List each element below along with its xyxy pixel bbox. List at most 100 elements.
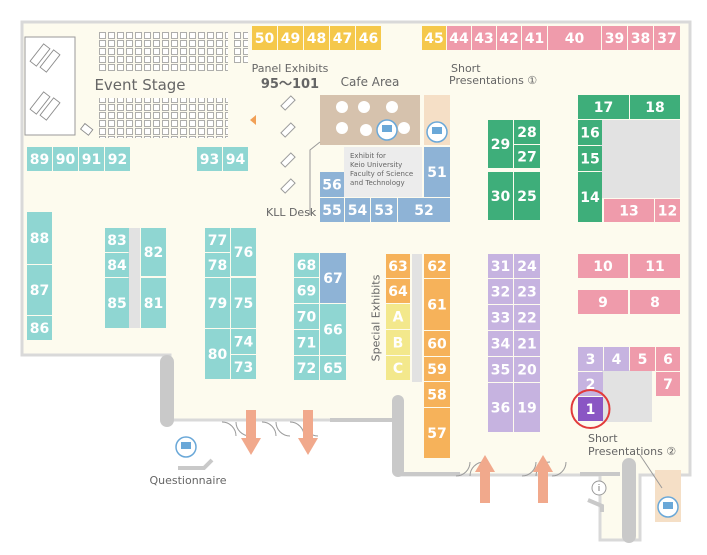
booth-17[interactable]: 17 (578, 95, 629, 119)
booth-21[interactable]: 21 (514, 331, 540, 356)
booth-75[interactable]: 75 (231, 278, 256, 328)
booth-69[interactable]: 69 (294, 278, 319, 303)
booth-49[interactable]: 49 (278, 26, 303, 50)
booth-40[interactable]: 40 (548, 26, 601, 50)
booth-42[interactable]: 42 (497, 26, 521, 50)
booth-57[interactable]: 57 (424, 408, 450, 458)
booth-50[interactable]: 50 (252, 26, 277, 50)
booth-72[interactable]: 72 (294, 356, 319, 380)
booth-88[interactable]: 88 (27, 212, 52, 264)
booth-A-label: A (393, 310, 404, 326)
booth-1[interactable]: 1 (578, 397, 603, 421)
booth-48[interactable]: 48 (304, 26, 329, 50)
booth-33[interactable]: 33 (488, 305, 513, 330)
booth-22[interactable]: 22 (514, 305, 540, 330)
booth-18[interactable]: 18 (630, 95, 680, 119)
booth-87[interactable]: 87 (27, 265, 52, 315)
booth-16[interactable]: 16 (578, 120, 602, 145)
booth-54[interactable]: 54 (345, 198, 370, 222)
booth-53[interactable]: 53 (371, 198, 397, 222)
booth-78[interactable]: 78 (205, 253, 230, 277)
booth-39[interactable]: 39 (602, 26, 627, 50)
booth-93[interactable]: 93 (197, 147, 222, 171)
booth-C[interactable]: C (386, 356, 410, 380)
booth-89[interactable]: 89 (27, 147, 52, 171)
booth-94[interactable]: 94 (223, 147, 248, 171)
booth-68[interactable]: 68 (294, 253, 319, 277)
booth-62[interactable]: 62 (424, 254, 450, 278)
booth-84[interactable]: 84 (105, 253, 129, 277)
booth-34[interactable]: 34 (488, 331, 513, 356)
booth-25[interactable]: 25 (514, 172, 540, 220)
booth-52[interactable]: 52 (398, 198, 450, 222)
booth-71[interactable]: 71 (294, 330, 319, 355)
booth-29[interactable]: 29 (488, 120, 513, 168)
booth-12[interactable]: 12 (655, 199, 680, 222)
booth-64[interactable]: 64 (386, 279, 410, 303)
booth-74[interactable]: 74 (231, 329, 256, 354)
booth-92[interactable]: 92 (105, 147, 130, 171)
booth-66[interactable]: 66 (320, 304, 346, 355)
booth-4[interactable]: 4 (604, 347, 629, 371)
booth-67[interactable]: 67 (320, 253, 346, 303)
booth-60[interactable]: 60 (424, 331, 450, 356)
booth-13[interactable]: 13 (604, 199, 654, 222)
booth-51[interactable]: 51 (424, 147, 450, 197)
booth-15[interactable]: 15 (578, 146, 602, 171)
booth-81[interactable]: 81 (141, 278, 166, 328)
booth-79[interactable]: 79 (205, 278, 230, 328)
booth-23[interactable]: 23 (514, 279, 540, 304)
booth-85[interactable]: 85 (105, 278, 129, 328)
booth-24[interactable]: 24 (514, 254, 540, 278)
booth-84-label: 84 (107, 258, 127, 274)
booth-41[interactable]: 41 (522, 26, 547, 50)
booth-38[interactable]: 38 (628, 26, 653, 50)
booth-14[interactable]: 14 (578, 172, 602, 222)
booth-10[interactable]: 10 (578, 254, 628, 278)
booth-56[interactable]: 56 (320, 172, 344, 197)
booth-82[interactable]: 82 (141, 228, 166, 276)
booth-32[interactable]: 32 (488, 279, 513, 304)
booth-20[interactable]: 20 (514, 357, 540, 382)
booth-36[interactable]: 36 (488, 383, 513, 432)
booth-27[interactable]: 27 (514, 145, 540, 168)
booth-70[interactable]: 70 (294, 304, 319, 329)
booth-91[interactable]: 91 (79, 147, 104, 171)
booth-80[interactable]: 80 (205, 329, 230, 379)
booth-3[interactable]: 3 (578, 347, 603, 371)
booth-5[interactable]: 5 (630, 347, 655, 371)
booth-8[interactable]: 8 (630, 290, 680, 314)
booth-76[interactable]: 76 (231, 228, 256, 276)
booth-90[interactable]: 90 (53, 147, 78, 171)
booth-47[interactable]: 47 (330, 26, 355, 50)
booth-44[interactable]: 44 (447, 26, 471, 50)
booth-63[interactable]: 63 (386, 254, 410, 278)
booth-61[interactable]: 61 (424, 279, 450, 330)
booth-37[interactable]: 37 (654, 26, 680, 50)
booth-28[interactable]: 28 (514, 120, 540, 144)
booth-93-shape (197, 147, 222, 171)
booth-43[interactable]: 43 (472, 26, 496, 50)
booth-A[interactable]: A (386, 304, 410, 329)
booth-23-shape (514, 279, 540, 304)
booth-73[interactable]: 73 (231, 355, 256, 379)
booth-31[interactable]: 31 (488, 254, 513, 278)
booth-59[interactable]: 59 (424, 357, 450, 381)
booth-35[interactable]: 35 (488, 357, 513, 382)
booth-58[interactable]: 58 (424, 382, 450, 407)
booth-19[interactable]: 19 (514, 383, 540, 432)
booth-30[interactable]: 30 (488, 172, 513, 220)
booth-6[interactable]: 6 (656, 347, 680, 371)
booth-83[interactable]: 83 (105, 228, 129, 252)
booth-77[interactable]: 77 (205, 228, 230, 252)
booth-11[interactable]: 11 (630, 254, 680, 278)
booth-7[interactable]: 7 (656, 372, 680, 396)
booth-45[interactable]: 45 (422, 26, 446, 50)
booth-55[interactable]: 55 (320, 198, 344, 222)
booth-83-shape (105, 228, 129, 252)
booth-B[interactable]: B (386, 330, 410, 355)
booth-65[interactable]: 65 (320, 356, 346, 380)
booth-9[interactable]: 9 (578, 290, 628, 314)
booth-86[interactable]: 86 (27, 316, 52, 340)
booth-46[interactable]: 46 (356, 26, 381, 50)
